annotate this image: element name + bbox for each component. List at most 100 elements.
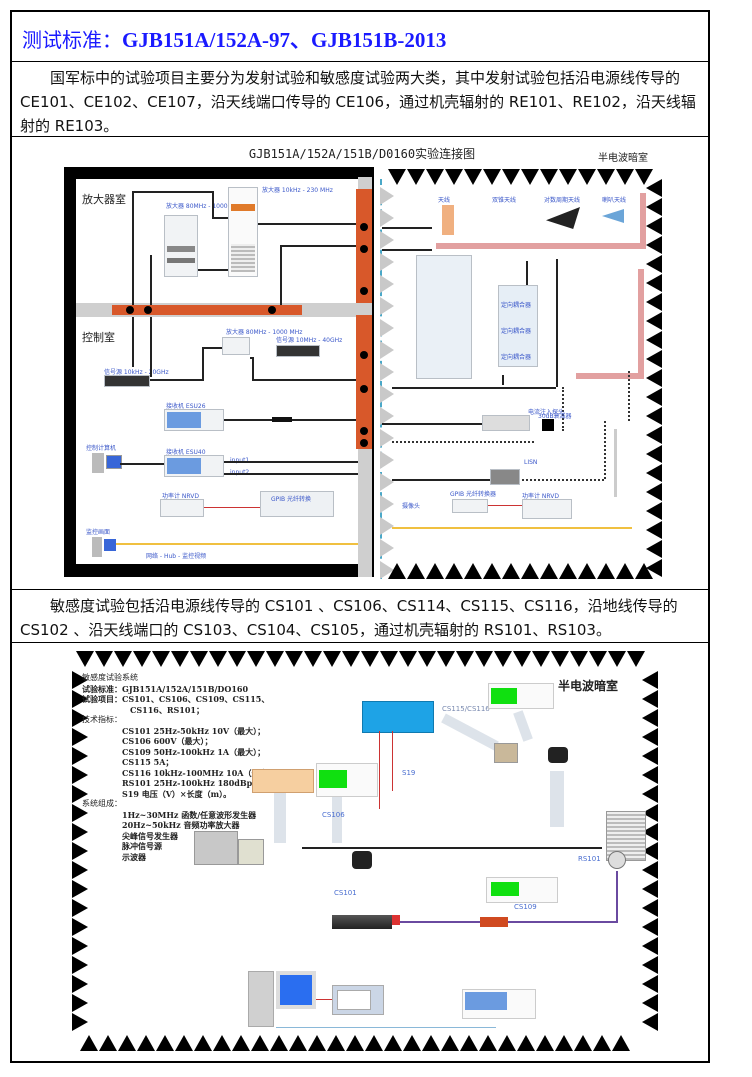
page-title: 测试标准：GJB151A/152A-97、GJB151B-2013 [22,24,698,54]
component-item: 20Hz~50kHz 音频功率放大器 [122,820,240,830]
amp3-label: 放大器 80MHz - 1000 MHz [226,329,303,336]
log-periodic-antenna-icon [546,207,580,229]
cable [150,255,152,305]
cable [280,245,282,305]
gpib-fiber-converter [452,499,488,513]
cable [132,191,212,193]
absorber-row-bottom [80,1035,631,1051]
control-cable [562,387,564,431]
control-pc-label: 控制计算机 [86,445,117,452]
spec-item: CS101 25Hz-50kHz 10V（最大）； [122,725,266,736]
s19-cable [379,731,380,809]
antenna-icon [442,205,454,235]
cable [250,357,252,359]
input1-label: input1 [230,457,249,464]
emission-paragraph-row: 国军标中的试验项目主要分为发射试验和敏感度试验两大类，其中发射试验包括沿电源线传… [12,62,708,137]
spec-item: CS106 600V（最大）； [122,736,213,746]
gpib-label: GPIB 光纤转换 [271,496,312,503]
susceptibility-system-diagram: 半电波暗室 敏感度试验系统 试验标准：GJB151A/152A/151B/DO1… [62,651,662,1053]
flow-arrow [332,797,342,843]
spec-title: 技术指标： [82,715,122,724]
cable [382,227,432,229]
connector-dot [360,385,368,393]
feedthrough-panel-lower [356,315,372,449]
antenna-label: 喇叭天线 [602,197,627,204]
connector-dot [360,439,368,447]
video-cable [392,527,632,529]
connector-dot [360,351,368,359]
amplifier-box [194,831,238,865]
oscilloscope-1 [316,763,378,797]
absorber-row-left [72,671,88,1032]
items-line2: CS116、RS101； [130,704,204,715]
cable [382,423,482,425]
current-probe [352,851,372,869]
diagram1-chamber-label: 半电波暗室 [598,153,648,164]
document-table: 测试标准：GJB151A/152A-97、GJB151B-2013 国军标中的试… [10,10,710,1063]
siggen1-label: 信号源 10kHz - 20GHz [104,369,169,376]
shielded-room: 放大器室 控制室 放大器 80MHz - 1000 MHz 放大 [64,167,374,577]
amplifier-10khz-230mhz [228,187,258,277]
injection-fixture [482,415,530,431]
antenna-label: 对数周期天线 [544,197,581,204]
monitor-computer-tower [92,537,102,557]
lisn-device [490,469,520,485]
cable [198,269,228,271]
power-meter-label: 功率计 NRVD [162,493,199,500]
power-meter-nrvd-chamber [522,499,572,519]
signal-generator-40ghz [276,345,320,357]
cable [488,505,522,506]
absorber-row-top [388,169,654,185]
signal-generator-20ghz [104,375,150,387]
absorber-row-bottom [388,563,654,579]
receiver-esu26 [164,409,224,431]
connector-dot [360,245,368,253]
cable [316,999,332,1000]
oscilloscope-3 [486,877,558,903]
absorber-row-right [642,671,658,1032]
system-spec-text: 敏感度试验系统 试验标准：GJB151A/152A/151B/DO160 试验项… [82,673,294,862]
injection-transformer [494,743,518,763]
cable [392,387,556,389]
rs101-label: RS101 [578,855,601,863]
coupler-label: 定向耦合器 [501,354,532,361]
antenna-label: 天线 [438,197,451,204]
system-title2: 系统组成： [82,799,122,808]
connector-dot [360,287,368,295]
audio-amplifier [332,915,392,929]
amplifier-output [392,915,400,925]
emission-paragraph: 国军标中的试验项目主要分为发射试验和敏感度试验两大类，其中发射试验包括沿电源线传… [20,69,696,135]
cable [400,921,510,923]
monitor-computer-screen [104,539,116,551]
cable [132,191,134,305]
input2-label: input2 [230,469,249,476]
feedthrough-panel-horizontal [112,305,302,315]
component-item: 脉冲信号源 [122,841,162,851]
spec-item: CS109 50Hz-100kHz 1A（最大）； [122,746,266,757]
flow-arrow [274,793,286,843]
horn-antenna-icon [602,209,624,223]
cable [132,317,134,367]
cable [150,317,152,377]
cable [120,463,164,465]
component-item: 尖峰信号发生器 [122,830,178,841]
function-generator [332,985,384,1015]
gpib-cable [276,1027,496,1028]
cs115-cs116-generator [362,701,434,733]
flow-arrow [513,710,533,742]
shielded-room-inner: 放大器室 控制室 放大器 80MHz - 1000 MHz 放大 [74,177,366,566]
antenna-panel-right [576,269,644,379]
gpib-fiber-label: GPIB 光纤转换器 [450,491,497,498]
title-prefix: 测试标准： [22,28,122,52]
cable [150,379,202,381]
cable [204,507,260,508]
cable [508,921,618,923]
monitor-line-label: 网络 - Hub - 监控视频 [146,553,207,560]
title-row: 测试标准：GJB151A/152A-97、GJB151B-2013 [12,12,708,62]
control-computer-tower [92,453,104,473]
video-cable [116,543,362,545]
cable [258,223,362,225]
susceptibility-diagram-row: 半电波暗室 敏感度试验系统 试验标准：GJB151A/152A/151B/DO1… [12,643,708,1061]
biconical-antenna-icon [488,209,530,225]
attenuator [272,417,292,422]
